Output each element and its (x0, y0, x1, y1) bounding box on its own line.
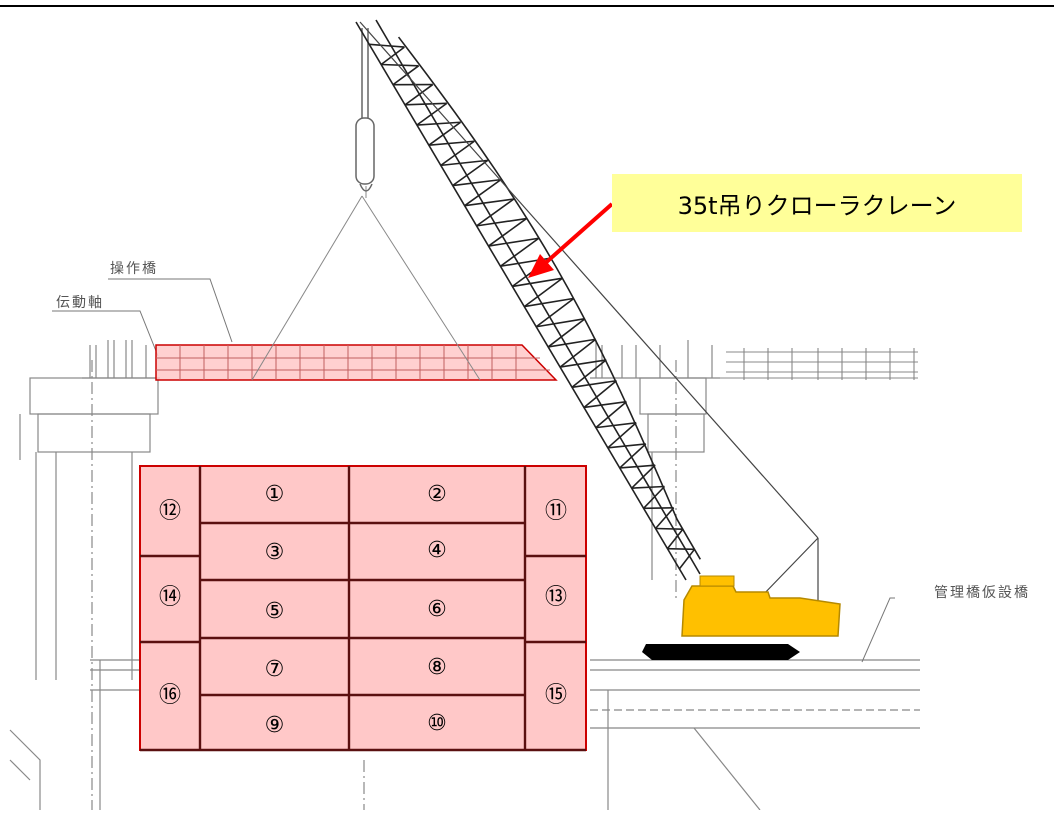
gate-panel-number: ① (265, 482, 285, 507)
gate-panel-number: ⑭ (159, 585, 181, 610)
gate-panel-number: ⑮ (545, 683, 567, 708)
gate-panel-number: ⑧ (427, 655, 447, 680)
gate-panel-number: ⑪ (545, 499, 567, 524)
crane-tracks (642, 644, 800, 660)
label-operation-bridge: 操作橋 (110, 258, 158, 278)
gate-panel-number: ⑥ (427, 597, 447, 622)
hook-block (356, 28, 374, 191)
crane-callout: 35t吊りクローラクレーン (612, 174, 1022, 232)
gate-panel-number: ④ (427, 538, 447, 563)
gate-panel-number: ⑦ (265, 657, 285, 682)
gate-panel-number: ② (427, 482, 447, 507)
gate-panel-number: ⑤ (265, 599, 285, 624)
gate-panel-number: ⑨ (265, 713, 285, 738)
crane-body (682, 576, 840, 636)
gate-panel-number: ③ (265, 540, 285, 565)
label-drive-shaft: 伝動軸 (56, 292, 104, 312)
label-temporary-bridge: 管理橋仮設橋 (934, 582, 1030, 602)
crane-callout-text: 35t吊りクローラクレーン (678, 186, 957, 221)
right-railing (590, 340, 720, 378)
gate-panel-number: ⑫ (159, 499, 181, 524)
gate-panel-number: ⑯ (159, 683, 181, 708)
gate-panel-number: ⑩ (427, 711, 447, 736)
left-railing (82, 340, 160, 378)
far-handrail (700, 348, 918, 380)
gate-panel-assembly: ① ② ③ ④ ⑤ ⑥ ⑦ ⑧ ⑨ ⑩ ⑪ ⑫ ⑬ ⑭ ⑮ ⑯ (140, 466, 586, 750)
operation-bridge-highlight (156, 345, 556, 380)
left-pier (10, 360, 158, 810)
right-pier (640, 360, 706, 600)
gate-panel-number: ⑬ (545, 585, 567, 610)
